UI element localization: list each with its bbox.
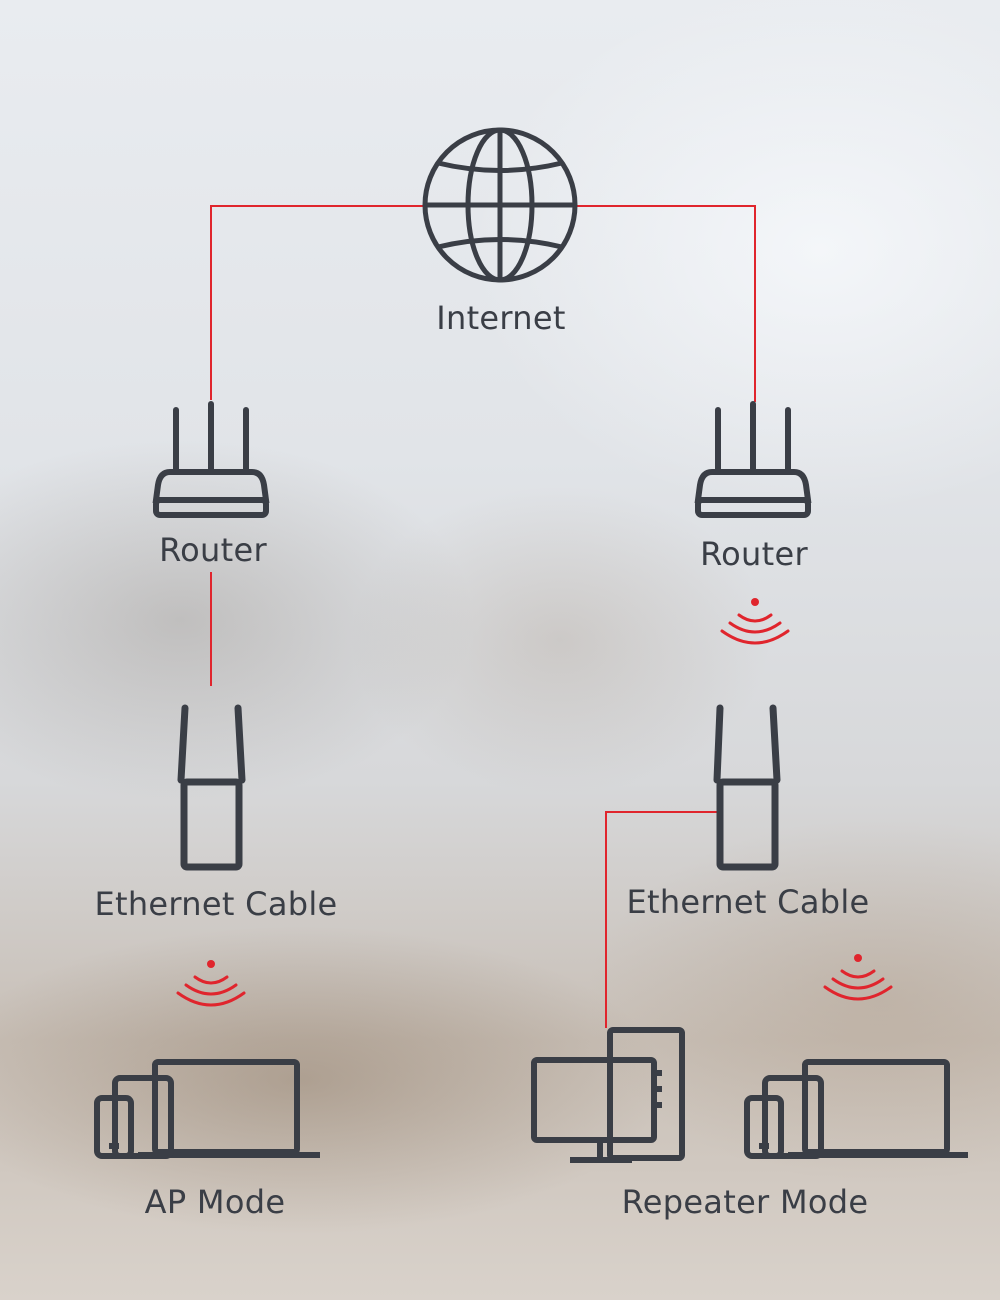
router-icon [694,401,812,518]
ethernet-cable-right-label: Ethernet Cable [626,883,870,921]
wifi-signal-icon [823,954,893,1001]
laptop-tablet-phone-icon [94,1059,320,1159]
router-right-label: Router [700,535,808,573]
ap-mode-label: AP Mode [144,1183,286,1221]
wifi-extender-icon [713,704,781,871]
router-left-label: Router [159,531,267,569]
internet-to-left-router-line [210,205,426,400]
right-extender-to-desktop-line [605,811,718,1028]
desktop-computer-icon [531,1027,685,1163]
ethernet-cable-left-label: Ethernet Cable [94,885,338,923]
connection-lines [210,205,756,1028]
wifi-signal-icon [720,598,790,645]
router-icon [152,401,270,518]
internet-label: Internet [436,299,566,337]
globe-icon [422,127,578,283]
laptop-tablet-phone-icon [744,1059,968,1159]
repeater-mode-label: Repeater Mode [621,1183,869,1221]
wifi-extender-icon [177,704,246,871]
wifi-signal-icon [176,960,246,1007]
internet-to-right-router-line [576,205,756,402]
